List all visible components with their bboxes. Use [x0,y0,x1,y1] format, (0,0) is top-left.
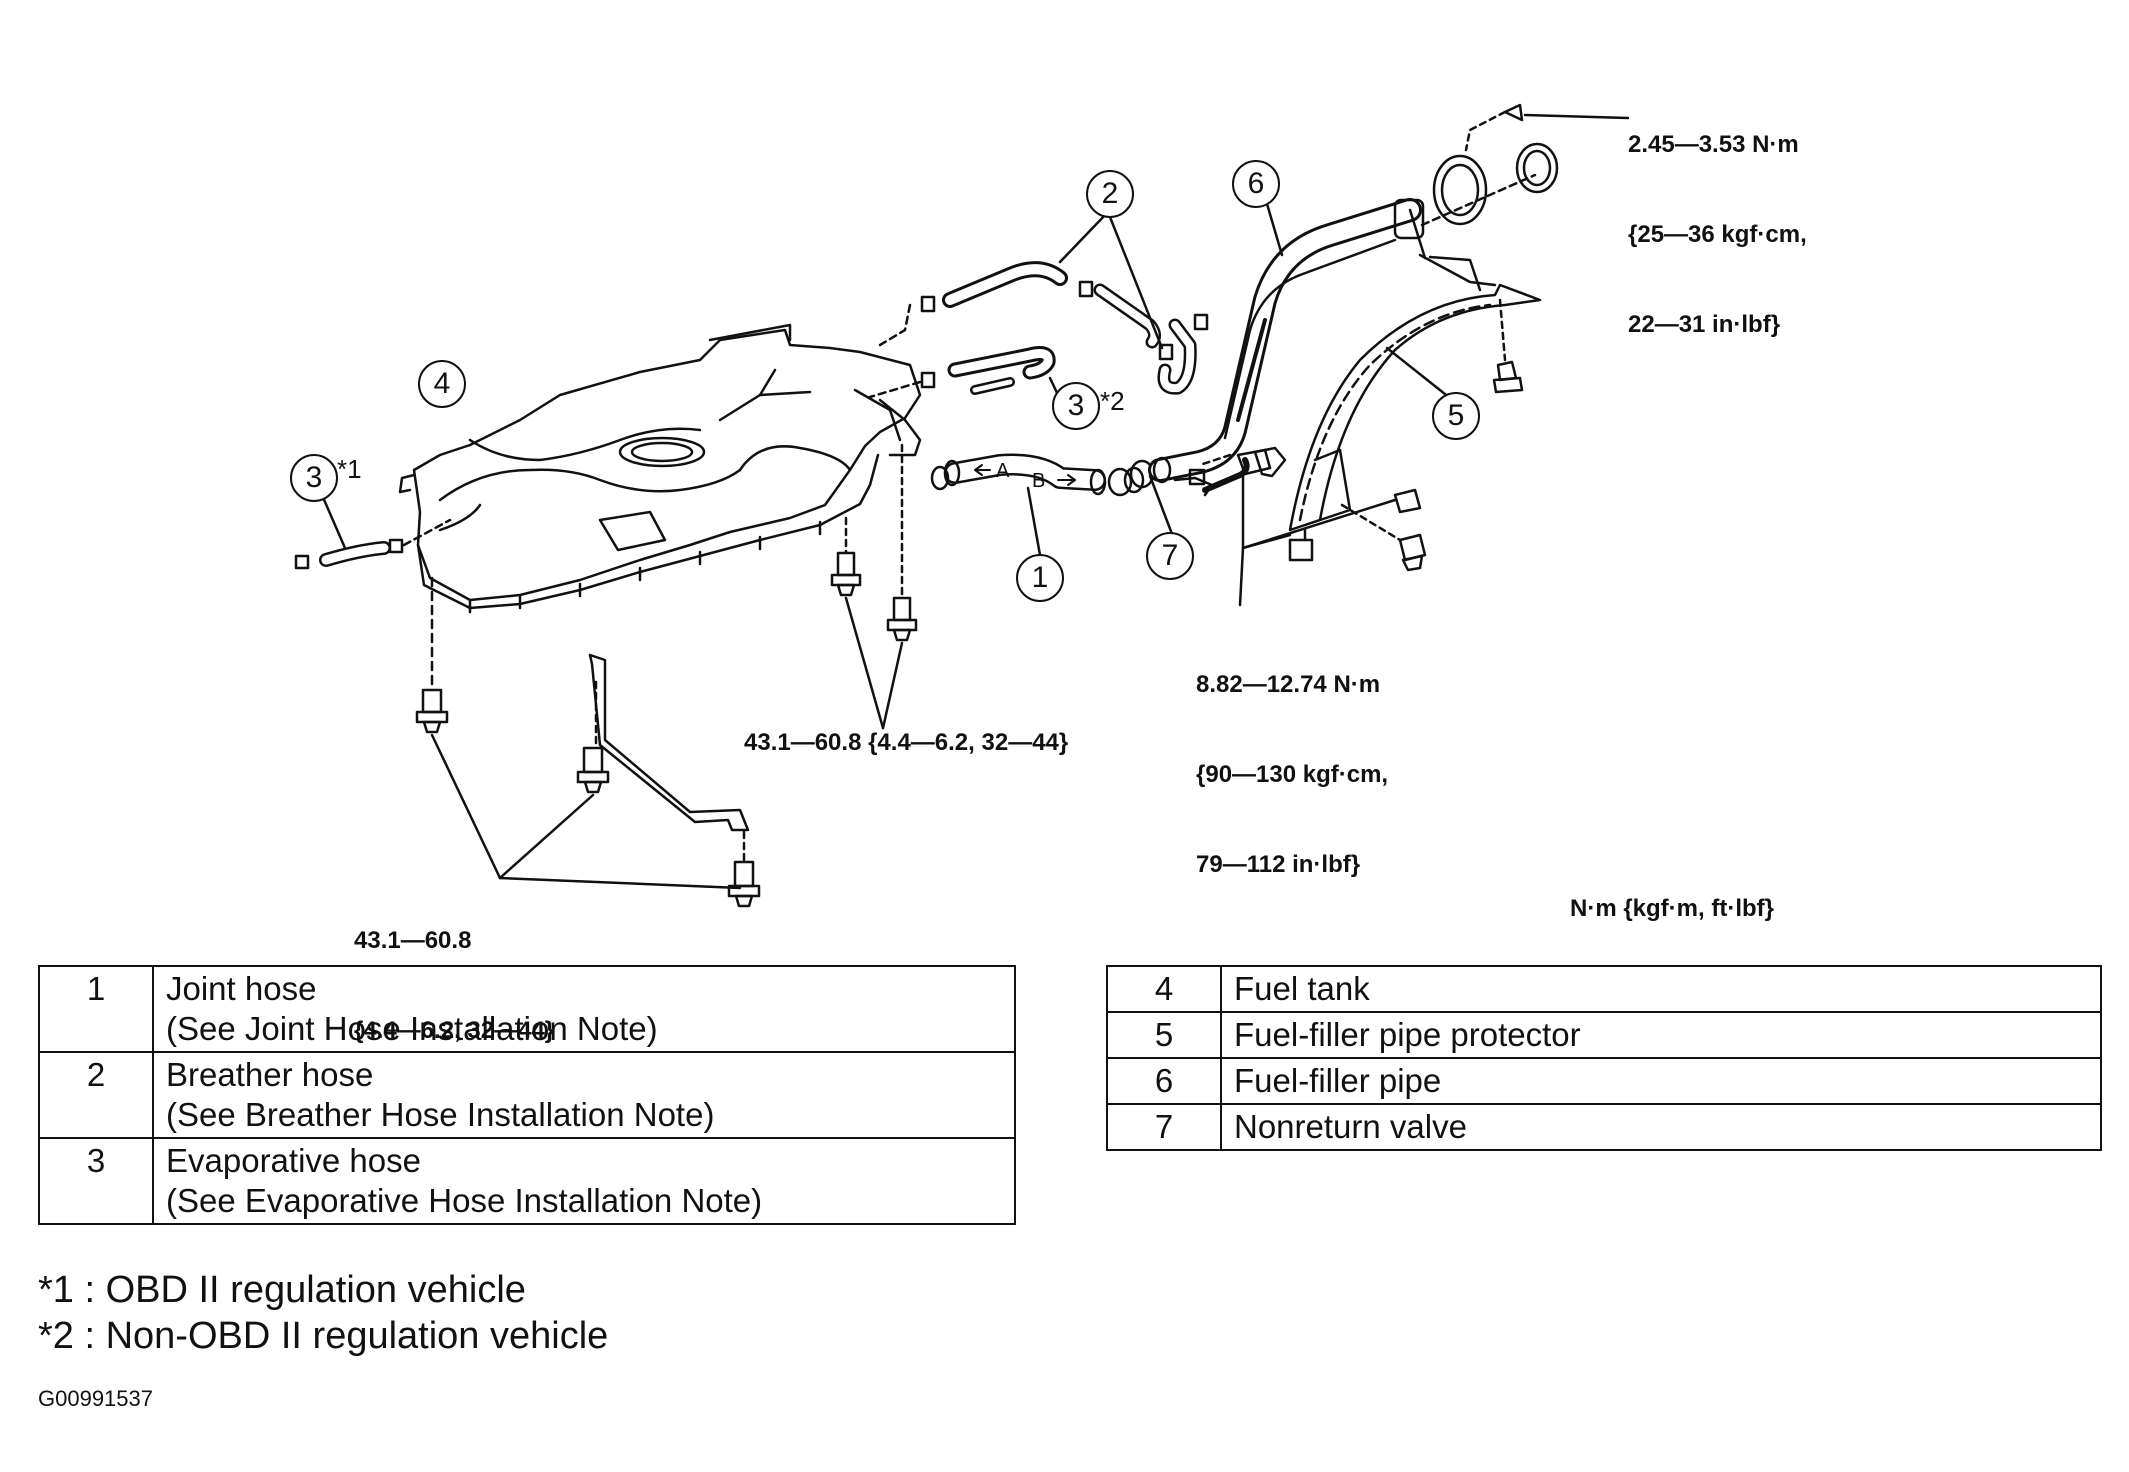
callout-6: 6 [1232,160,1280,208]
legend-desc: Fuel tank [1220,965,2102,1013]
pipe-bolt [1198,448,1397,607]
torque-pipe-bolt-line1: 8.82—12.74 N·m [1196,671,1381,698]
fuel-filler-protector [1288,208,1542,572]
legend-desc: Fuel-filler pipe protector [1220,1011,2102,1059]
joint-hose [930,453,1145,557]
legend-desc: Nonreturn valve [1220,1103,2102,1151]
torque-tank-mid: 43.1—60.8 {4.4—6.2, 32—44} [744,729,1069,756]
legend-row-5: 5 Fuel-filler pipe protector [1106,1011,2102,1059]
legend-num: 6 [1106,1057,1222,1105]
torque-filler-cap: 2.45—3.53 N·m {25—36 kgf·cm, 22—31 in·lb… [1628,70,1807,400]
callout-2: 2 [1086,170,1134,218]
torque-pipe-bolt: 8.82—12.74 N·m {90—130 kgf·cm, 79—112 in… [1196,610,1388,940]
torque-filler-cap-line3: 22—31 in·lbf} [1628,311,1781,338]
callout-3-left-star: *1 [337,454,362,484]
legend-desc: Evaporative hose (See Evaporative Hose I… [152,1137,1016,1225]
torque-pipe-bolt-line3: 79—112 in·lbf} [1196,851,1361,878]
legend-desc-line2: (See Breather Hose Installation Note) [166,1096,715,1133]
callout-7: 7 [1146,532,1194,580]
tank-mounting-hardware [415,443,918,908]
bolt-2 [576,746,610,794]
legend-row-3: 3 Evaporative hose (See Evaporative Hose… [38,1137,1016,1225]
legend-desc: Breather hose (See Breather Hose Install… [152,1051,1016,1139]
fuel-tank-drawing [398,323,922,614]
legend-desc-line1: Evaporative hose [166,1142,421,1179]
arrow-label-a: A [996,460,1010,482]
legend-desc-line2: (See Joint Hose Installation Note) [166,1010,658,1047]
footnote-1: *1 : OBD II regulation vehicle [38,1269,526,1311]
legend-desc-line1: Breather hose [166,1056,374,1093]
bolt-3 [727,860,761,908]
legend-desc: Fuel-filler pipe [1220,1057,2102,1105]
torque-pipe-bolt-line2: {90—130 kgf·cm, [1196,761,1389,788]
callout-3-right-star: *2 [1100,386,1125,416]
legend-row-6: 6 Fuel-filler pipe [1106,1057,2102,1105]
figure-id: G00991537 [38,1386,153,1411]
callout-5: 5 [1432,392,1480,440]
legend-row-1: 1 Joint hose (See Joint Hose Installatio… [38,965,1016,1053]
torque-tank-low-line1: 43.1—60.8 [354,927,472,954]
torque-filler-cap-line1: 2.45—3.53 N·m [1628,131,1799,158]
bolt-5 [886,596,918,642]
bolt-4 [830,551,862,597]
arrow-label-b: B [1032,470,1046,492]
callout-3-left: 3 [290,454,338,502]
torque-units: N·m {kgf·m, ft·lbf} [1570,895,1774,922]
footnote-2: *2 : Non-OBD II regulation vehicle [38,1315,609,1357]
legend-row-4: 4 Fuel tank [1106,965,2102,1013]
legend-table-right: 4 Fuel tank 5 Fuel-filler pipe protector… [1106,965,2102,1151]
legend-desc: Joint hose (See Joint Hose Installation … [152,965,1016,1053]
legend-table-left: 1 Joint hose (See Joint Hose Installatio… [38,965,1016,1225]
callout-3-right: 3 [1052,382,1100,430]
legend-desc-line1: Joint hose [166,970,317,1007]
legend-row-2: 2 Breather hose (See Breather Hose Insta… [38,1051,1016,1139]
legend-num: 1 [38,965,154,1053]
protector-bolt-top [1492,298,1524,394]
legend-num: 7 [1106,1103,1222,1151]
legend-num: 5 [1106,1011,1222,1059]
breather-hose-group [868,210,1209,399]
protector-bolt-side [1340,488,1427,572]
legend-row-7: 7 Nonreturn valve [1106,1103,2102,1151]
callout-1: 1 [1016,554,1064,602]
legend-num: 2 [38,1051,154,1139]
fuel-filler-pipe [1148,103,1630,497]
legend-num: 4 [1106,965,1222,1013]
torque-filler-cap-line2: {25—36 kgf·cm, [1628,221,1807,248]
callout-4: 4 [418,360,466,408]
legend-num: 3 [38,1137,154,1225]
legend-desc-line2: (See Evaporative Hose Installation Note) [166,1182,763,1219]
bolt-1 [415,688,449,734]
evaporative-hose-left [294,493,452,570]
